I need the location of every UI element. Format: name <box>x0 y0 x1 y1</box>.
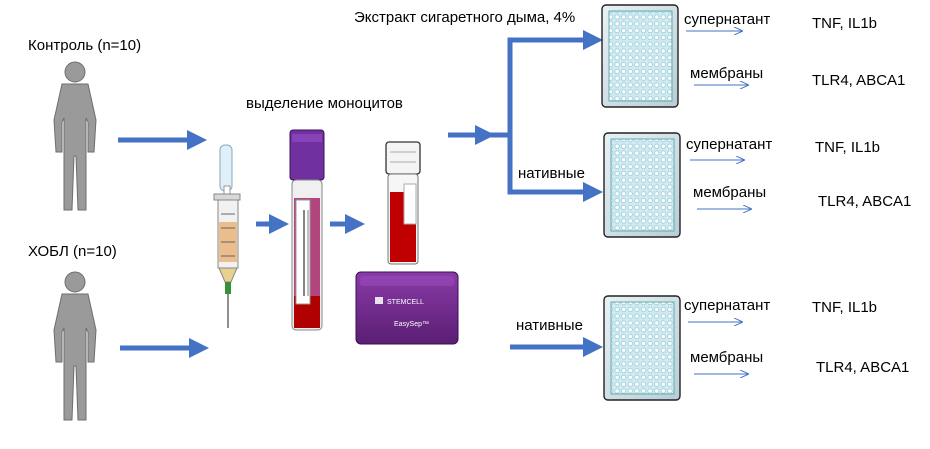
supernatant-markers-label: TNF, IL1b <box>812 15 877 32</box>
blood-tube-small-icon <box>385 141 421 265</box>
group-control-label: Контроль (n=10) <box>28 37 141 54</box>
supernatant-markers-label: TNF, IL1b <box>812 299 877 316</box>
flow-arrows <box>118 30 603 358</box>
treatment-native-bottom-label: нативные <box>516 317 583 334</box>
supernatant-label: супернатант <box>684 297 770 314</box>
supernatant-label: супернатант <box>686 136 772 153</box>
culture-plate-1-icon <box>601 4 679 108</box>
fraction-row-3: супернатант мембраны TNF, IL1b TLR4, ABC… <box>684 297 909 376</box>
step-isolation-label: выделение моноцитов <box>246 95 403 112</box>
treatment-smoke-label: Экстракт сигаретного дыма, 4% <box>354 9 575 26</box>
device-product-label: EasySep™ <box>394 321 429 328</box>
supernatant-label: супернатант <box>684 11 770 28</box>
membranes-label: мембраны <box>690 349 763 366</box>
syringe-icon <box>213 144 241 328</box>
easysep-magnet-icon: STEMCELL EasySep™ <box>355 271 459 345</box>
person-copd-icon <box>53 271 97 421</box>
membrane-markers-label: TLR4, ABCA1 <box>816 359 909 376</box>
culture-plate-3-icon <box>603 295 681 401</box>
membrane-markers-label: TLR4, ABCA1 <box>812 72 905 89</box>
membranes-label: мембраны <box>693 184 766 201</box>
arrow-split-native <box>507 135 603 202</box>
supernatant-markers-label: TNF, IL1b <box>815 139 880 156</box>
membranes-label: мембраны <box>690 65 763 82</box>
fraction-row-2: супернатант мембраны TNF, IL1b TLR4, ABC… <box>686 136 911 210</box>
arrow-split-smoke <box>488 30 603 138</box>
membrane-markers-label: TLR4, ABCA1 <box>818 193 911 210</box>
group-copd-label: ХОБЛ (n=10) <box>28 243 117 260</box>
treatment-native-top-label: нативные <box>518 165 585 182</box>
blood-tube-purple-icon <box>289 129 325 331</box>
fraction-row-1: супернатант мембраны TNF, IL1b TLR4, ABC… <box>684 11 905 89</box>
fraction-arrows <box>686 31 751 374</box>
person-control-icon <box>53 61 97 211</box>
culture-plate-2-icon <box>603 132 681 238</box>
device-brand-label: STEMCELL <box>387 299 424 306</box>
